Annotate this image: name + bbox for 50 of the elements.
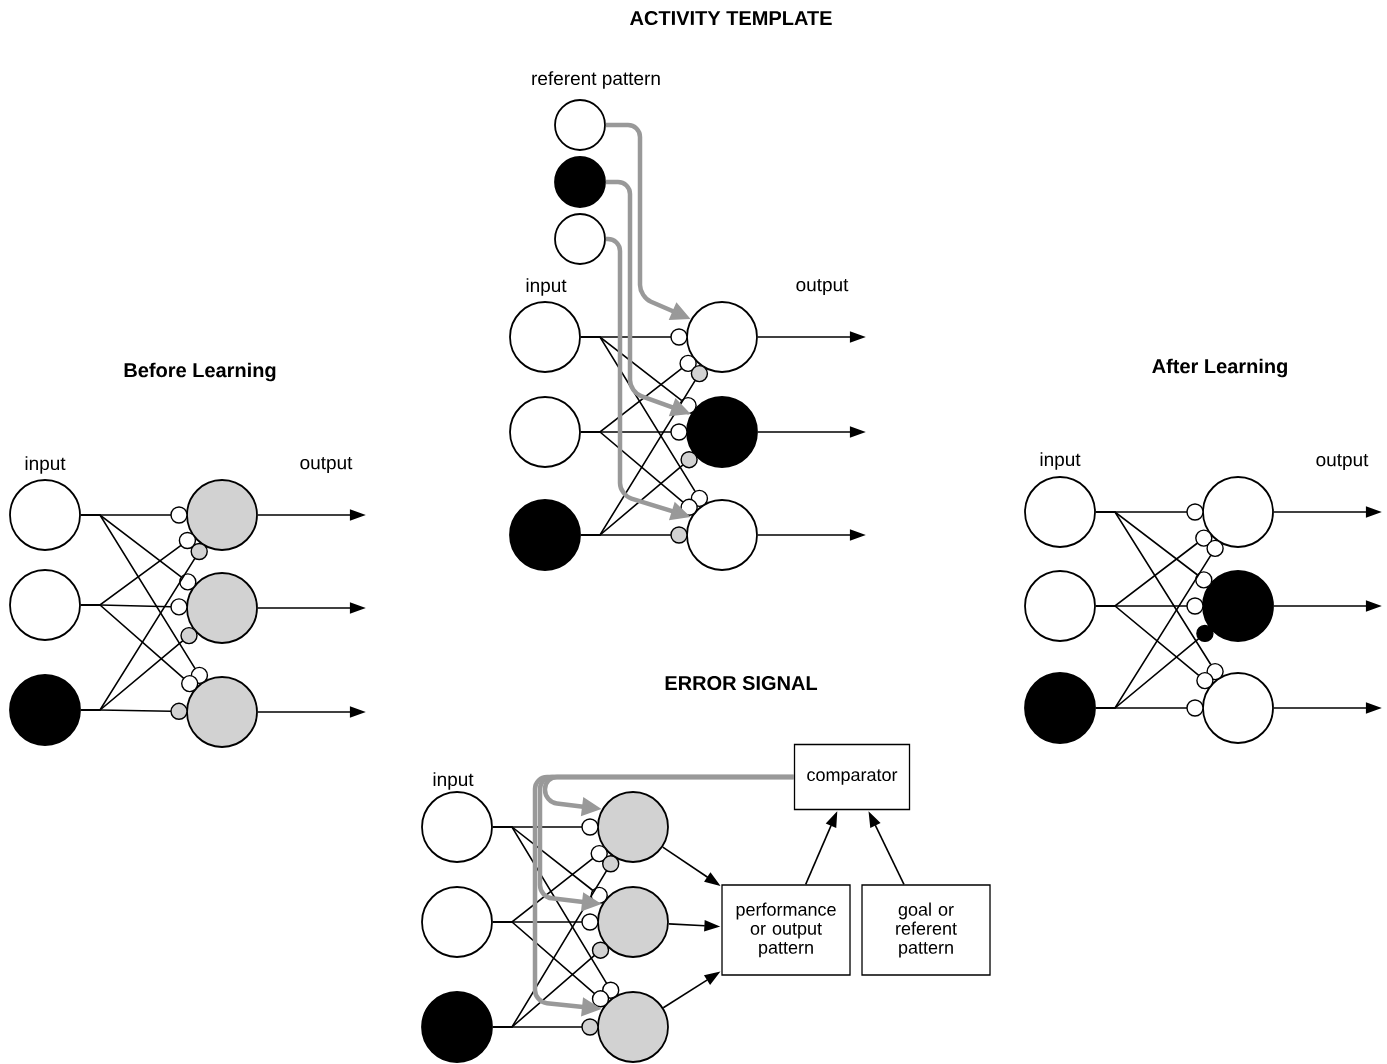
connection-line [580,336,709,508]
process-box: performance or output pattern [721,884,851,976]
connection-line [80,514,209,685]
neuron-circle [421,886,493,958]
neuron-circle [1024,570,1096,642]
connection-line [492,826,620,999]
neuron-circle [1024,672,1096,744]
connection-line [80,702,188,720]
neuron-circle [554,213,606,265]
process-box: comparator [793,743,911,811]
neuron-circle [1202,476,1274,548]
connection-line [492,921,610,1008]
process-box: goal or referent pattern [861,884,991,976]
panel-title: Before Learning [124,362,276,382]
neuron-circle [509,301,581,373]
neuron-circle [186,572,258,644]
connection-line [80,604,199,693]
neuron-circle [554,156,606,208]
column-label: output [796,278,849,296]
connection-line [580,526,688,544]
neuron-circle [686,396,758,468]
panel-title: ERROR SIGNAL [665,675,818,691]
connection-line [1095,511,1224,681]
neuron-circle [421,991,493,1063]
connection-line [1095,605,1214,690]
neuron-circle [509,396,581,468]
connection-line [580,431,698,516]
neuron-circle [597,886,669,958]
panel-title: After Learning [1152,358,1287,378]
neuron-circle [509,499,581,571]
neuron-circle [554,99,606,151]
panel-title: ACTIVITY TEMPLATE [630,10,832,26]
neuron-circle [686,301,758,373]
neuron-circle [9,479,81,551]
column-label: output [300,456,353,474]
neuron-circle [1202,570,1274,642]
neuron-circle [186,479,258,551]
neuron-circle [597,791,669,863]
neuron-circle [9,674,81,746]
neuron-circle [1202,672,1274,744]
column-label: output [1316,453,1369,471]
neuron-circle [597,991,669,1063]
neuron-circle [186,676,258,748]
connection-line [492,1018,599,1036]
neuron-circle [686,499,758,571]
column-label: input [526,278,567,296]
connection-line [1095,699,1204,717]
neuron-circle [421,791,493,863]
neuron-circle [1024,476,1096,548]
neuron-circle [9,569,81,641]
